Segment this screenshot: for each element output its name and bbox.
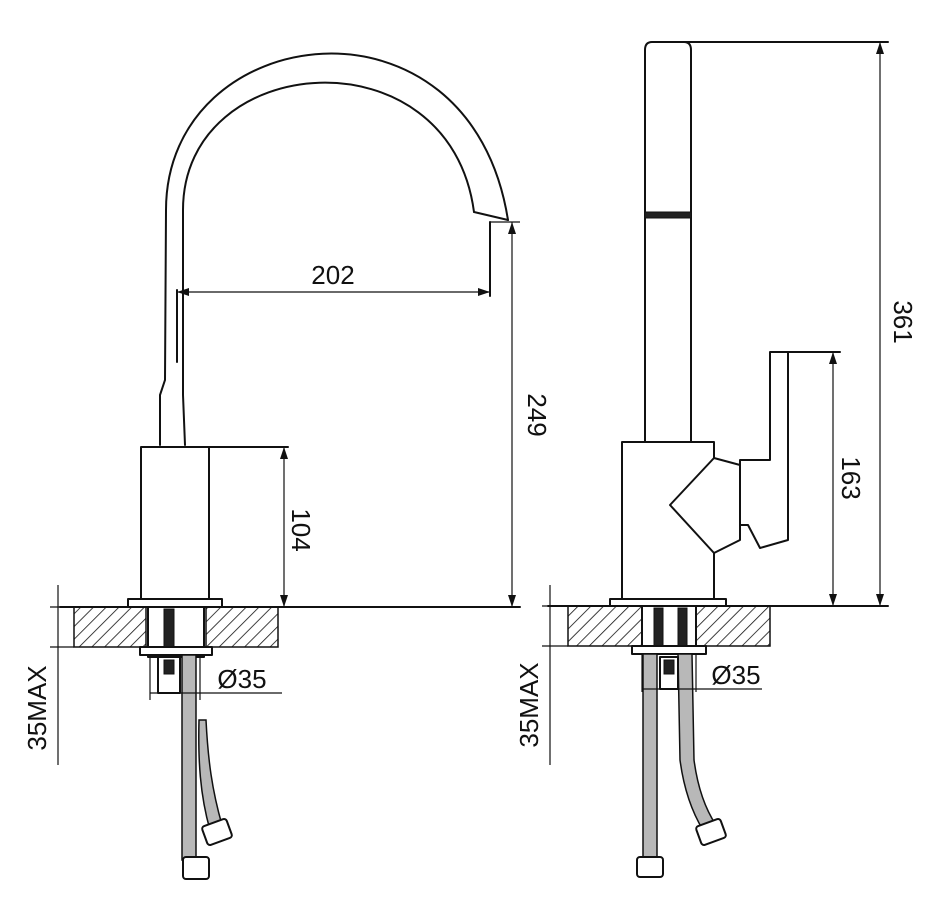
- side-counter-left: [567, 605, 643, 647]
- front-hose-secondary: [198, 719, 223, 832]
- side-view: [542, 41, 889, 878]
- side-dim-361-arrow-b: [876, 594, 884, 606]
- front-dim-104-arrow-t: [280, 447, 288, 459]
- side-mount-nut-core: [663, 659, 675, 675]
- side-hose-fitting-b: [695, 818, 727, 846]
- front-dim-249-arrow-b: [508, 595, 516, 607]
- front-view: [50, 52, 521, 880]
- side-dim-361-label: 361: [888, 300, 918, 343]
- front-dim-202-arrow-r: [478, 288, 490, 296]
- front-dim-249-arrow-t: [508, 222, 516, 234]
- front-dim-249-label: 249: [522, 393, 552, 436]
- side-dim-163-label: 163: [836, 456, 866, 499]
- front-dim-dia-label: Ø35: [217, 664, 266, 694]
- side-dim-163-arrow-b: [829, 594, 837, 606]
- side-hose-main: [642, 653, 658, 861]
- side-hose-secondary: [677, 653, 718, 831]
- front-body: [140, 446, 210, 600]
- side-shank-rod-b: [677, 607, 688, 647]
- side-hose-fitting-a: [636, 856, 664, 878]
- side-dim-361-arrow-t: [876, 42, 884, 54]
- front-hose-fitting-b: [201, 818, 233, 846]
- front-dim-202-label: 202: [311, 260, 354, 290]
- side-base-flange: [609, 598, 727, 607]
- front-dim-202-arrow-l: [177, 288, 189, 296]
- side-dim-dia-label: Ø35: [711, 660, 760, 690]
- front-base-flange: [127, 598, 223, 608]
- front-shank-rod: [163, 608, 175, 650]
- front-dim-35max-label: 35MAX: [22, 665, 52, 750]
- side-shank-rod-a: [653, 607, 664, 647]
- side-counter-right: [695, 605, 771, 647]
- side-dim-35max-label: 35MAX: [514, 662, 544, 747]
- front-spout-tip: [473, 211, 509, 221]
- side-mount-plate: [631, 645, 707, 655]
- front-hose-main: [181, 654, 197, 861]
- front-spout-inner: [182, 81, 475, 446]
- front-dim-104-arrow-b: [280, 595, 288, 607]
- front-spout-outer: [159, 52, 509, 446]
- front-hose-fitting-a: [182, 856, 210, 880]
- side-handle-lever: [739, 351, 789, 549]
- side-spout-band: [644, 211, 692, 219]
- front-counter-right: [205, 606, 279, 648]
- front-counter-left: [73, 606, 147, 648]
- side-spout-column: [644, 41, 692, 443]
- front-mount-plate: [139, 646, 213, 656]
- side-dim-163-arrow-t: [829, 352, 837, 364]
- front-dim-104-label: 104: [286, 508, 316, 551]
- front-mount-nut-core: [163, 659, 175, 675]
- side-shank: [641, 605, 697, 652]
